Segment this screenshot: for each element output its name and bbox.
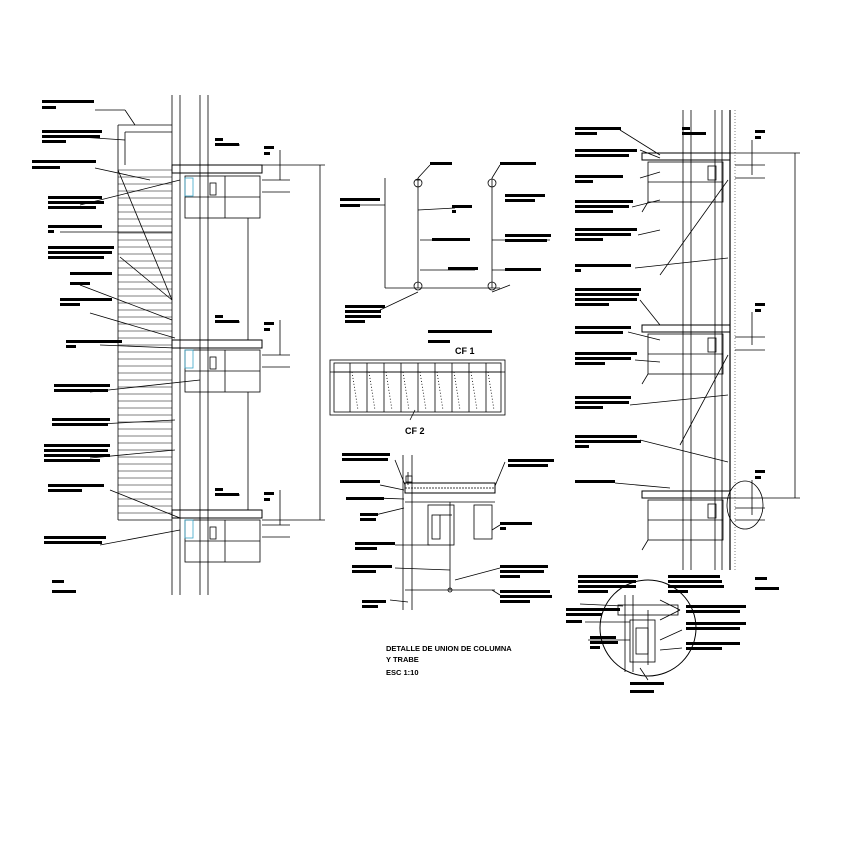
cf2-bay-brace [402, 371, 410, 411]
cf2-bay-brace [351, 371, 359, 411]
detail-title-line2: Y TRABE [386, 655, 419, 664]
cf2-bay-brace [436, 371, 444, 411]
circle-detail [579, 579, 697, 681]
cf2-bay-brace [385, 371, 393, 411]
circle-detail-notes [566, 575, 746, 693]
cf2-bay-brace [368, 371, 376, 411]
detail-scale: ESC 1:10 [386, 668, 419, 677]
left-section-elevation [60, 95, 325, 595]
cf2-bay-brace [453, 371, 461, 411]
detail-title-line1: DETALLE DE UNION DE COLUMNA [386, 644, 512, 653]
cf2-frame [329, 359, 506, 421]
cf2-label: CF 2 [405, 426, 425, 436]
cf2-bay-brace [487, 371, 495, 411]
right-section-notes [575, 127, 779, 590]
cf2-bay-brace [470, 371, 478, 411]
right-section-elevation [614, 110, 800, 570]
cf2-bay-brace [419, 371, 427, 411]
cf1-detail [345, 164, 550, 311]
cf1-notes [340, 162, 551, 343]
column-beam-detail-notes [340, 453, 554, 608]
cf1-label: CF 1 [455, 346, 475, 356]
column-beam-detail [374, 455, 506, 610]
left-section-notes [32, 100, 274, 593]
